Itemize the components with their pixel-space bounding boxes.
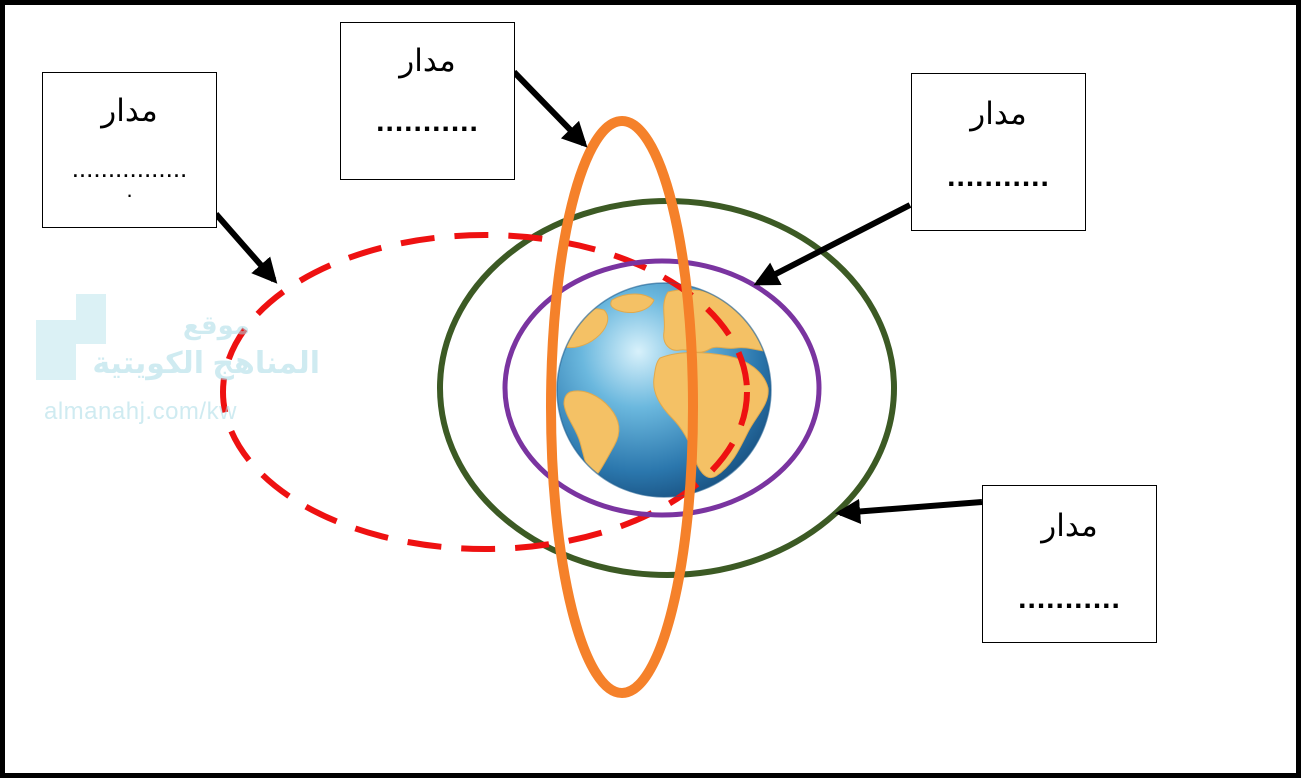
orbit-label-blank: ................	[71, 153, 188, 183]
orbit-label-word: مدار	[101, 93, 158, 128]
orbit-label-blank: ...........	[1018, 582, 1121, 615]
arrow-to-polar-orbit	[511, 69, 588, 148]
orbit-label-box-right-top: مدار ...........	[911, 73, 1086, 231]
orbit-label-word: مدار	[1041, 508, 1098, 543]
orbit-label-box-left: مدار ................ .	[42, 72, 217, 228]
arrow-to-inner-orbit	[753, 202, 912, 286]
arrow-to-outer-orbit	[834, 498, 983, 525]
orbit-label-word: مدار	[970, 96, 1027, 131]
watermark-url: almanahj.com/kw	[44, 398, 237, 425]
watermark-line1: موقع	[182, 310, 250, 340]
inner-orbit-ring	[502, 258, 822, 518]
polar-orbit-ring	[546, 116, 698, 698]
orbit-label-blank: ...........	[376, 105, 479, 138]
orbit-label-blank: ...........	[947, 160, 1050, 193]
arrow-to-dashed-orbit	[213, 212, 278, 284]
orbit-label-blank-tail: .	[126, 177, 133, 202]
earth-globe-icon	[556, 282, 772, 498]
watermark-logo-icon	[36, 320, 76, 380]
site-watermark: موقع المناهج الكويتية almanahj.com/kw	[30, 290, 330, 430]
orbit-label-word: مدار	[399, 43, 456, 78]
orbit-label-box-top: مدار ...........	[340, 22, 515, 180]
orbit-label-box-right-bottom: مدار ...........	[982, 485, 1157, 643]
watermark-line2: المناهج الكويتية	[92, 347, 320, 380]
